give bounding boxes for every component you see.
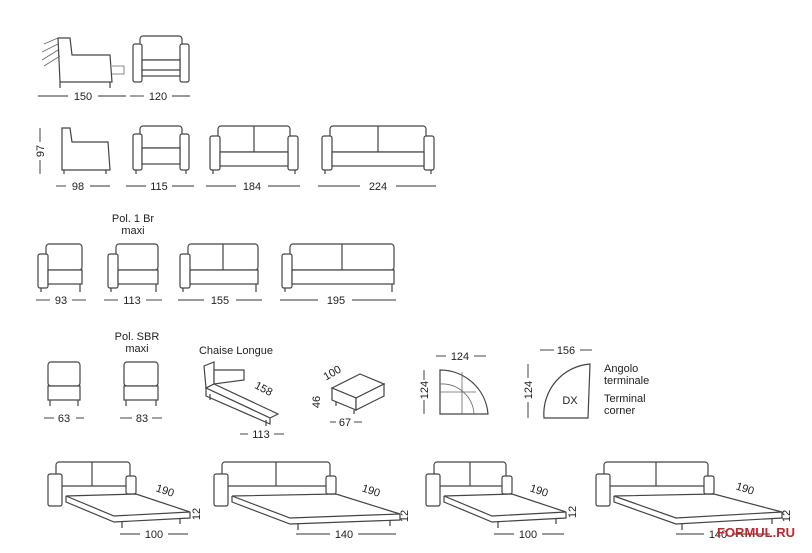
sofa-bed-4-drawing: [595, 461, 783, 530]
dim-bed3-length: 190: [528, 483, 549, 500]
watermark: FORMUL.RU: [717, 525, 795, 540]
sofa-bed-1-drawing: [47, 461, 191, 528]
dim-sofa3: 224: [369, 181, 387, 193]
dim-terminal-height: 124: [523, 381, 535, 399]
pol-1br-label-line2: maxi: [121, 225, 144, 237]
terminal-corner-drawing: [543, 363, 591, 419]
dim-bed2-height: 12: [399, 510, 411, 522]
dim-93: 93: [55, 295, 67, 307]
dim-113: 113: [123, 295, 141, 307]
module-113-drawing: [107, 243, 159, 292]
dim-chaise-width: 113: [252, 429, 270, 441]
pol-sbr-label-line1: Pol. SBR: [115, 331, 160, 343]
dim-pouf-depth: 100: [322, 364, 344, 384]
angolo-label-line1: Angolo: [604, 363, 638, 375]
module-83-drawing: [123, 361, 159, 406]
dim-bed3-height: 12: [567, 506, 579, 518]
dim-armchair-width: 120: [149, 91, 167, 103]
dim-chaise-depth: 158: [252, 380, 274, 399]
pouf-drawing: [330, 373, 386, 414]
dim-armchair: 115: [150, 181, 168, 193]
dim-recliner-width: 150: [74, 91, 92, 103]
dim-bed4-height: 12: [781, 510, 793, 522]
dim-bed3-width: 100: [519, 529, 537, 541]
dim-pouf-height: 46: [311, 396, 323, 408]
sofa-bed-3-drawing: [425, 461, 567, 528]
dim-side-depth: 98: [72, 181, 84, 193]
armchair-drawing: [132, 125, 190, 174]
chaise-longue-label: Chaise Longue: [199, 345, 273, 357]
pol-1br-label-line1: Pol. 1 Br: [112, 213, 155, 225]
chaise-longue-drawing: [203, 361, 280, 426]
dim-bed2-length: 190: [360, 483, 381, 500]
dim-sofa2: 184: [243, 181, 261, 193]
module-63-drawing: [47, 361, 81, 406]
module-195-drawing: [281, 243, 395, 292]
dim-83: 83: [136, 413, 148, 425]
terminal-code: DX: [562, 395, 578, 407]
dim-bed2-width: 140: [335, 529, 353, 541]
armchair-front-drawing: [132, 35, 190, 83]
dim-bed4-length: 190: [734, 481, 755, 498]
dim-bed1-height: 12: [191, 508, 203, 520]
dim-terminal-width: 156: [557, 345, 575, 357]
angolo-label-line2: terminale: [604, 375, 649, 387]
terminal-corner-label-line2: corner: [604, 405, 636, 417]
module-155-drawing: [179, 243, 259, 292]
sofa-bed-2-drawing: [213, 461, 401, 530]
module-93-drawing: [37, 243, 83, 292]
dim-corner-side: 124: [451, 351, 469, 363]
terminal-corner-label-line1: Terminal: [604, 393, 646, 405]
corner-module-drawing: [439, 369, 489, 415]
dim-bed1-length: 190: [154, 483, 175, 500]
dim-155: 155: [211, 295, 229, 307]
dim-height: 97: [35, 145, 47, 157]
dim-63: 63: [58, 413, 70, 425]
dim-195: 195: [327, 295, 345, 307]
dim-corner-height: 124: [419, 381, 431, 399]
dim-bed1-width: 100: [145, 529, 163, 541]
sofa-side-drawing: [61, 127, 111, 174]
dim-bed4-width: 140: [709, 529, 727, 541]
sofa-3-seat-drawing: [321, 125, 435, 174]
recliner-side-drawing: [41, 37, 125, 88]
sofa-2-seat-drawing: [209, 125, 299, 174]
dim-pouf-width: 67: [339, 417, 351, 429]
pol-sbr-label-line2: maxi: [125, 343, 148, 355]
